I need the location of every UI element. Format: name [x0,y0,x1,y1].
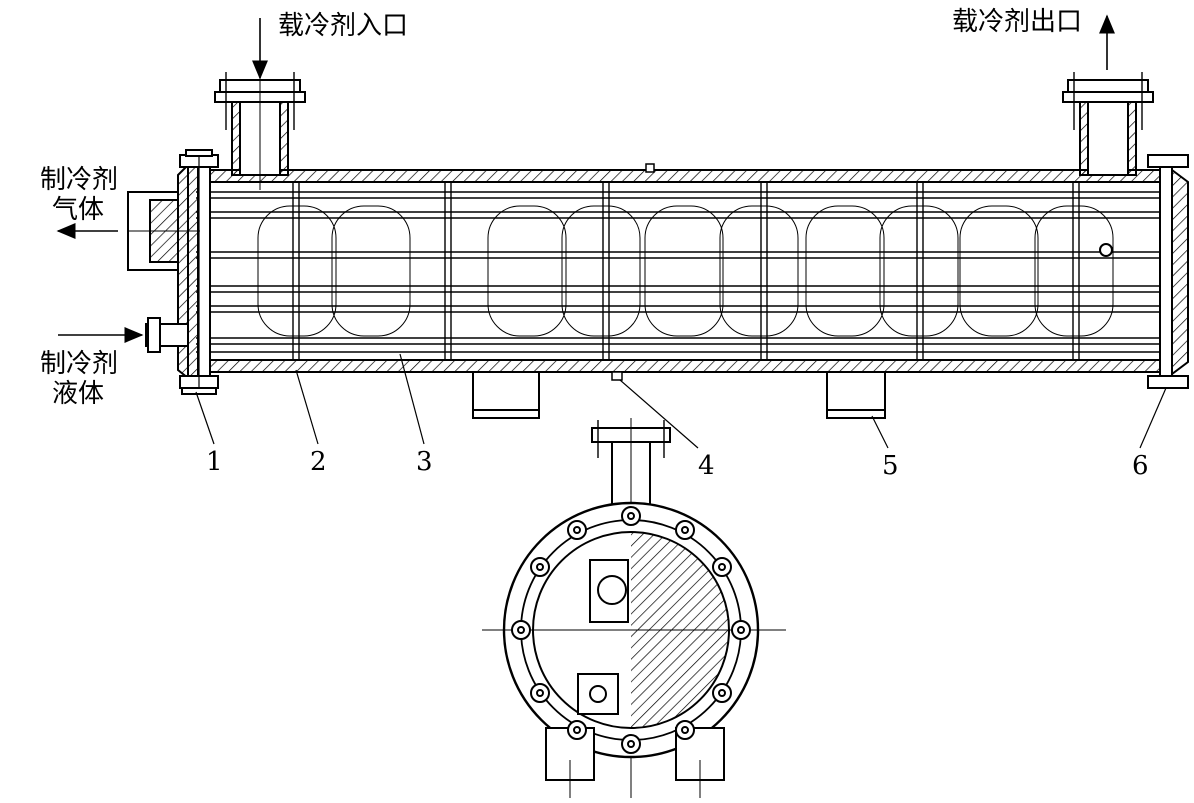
coolant-inlet-label: 载冷剂入口 [278,11,408,41]
callout-2: 2 [310,447,327,477]
callout-4: 4 [698,451,715,481]
refrigerant-gas-label-line1: 制冷剂 [40,165,118,195]
coolant-inlet-nozzle [214,60,306,190]
gas-outlet-nozzle [127,191,200,271]
shell [209,169,1171,373]
refrigerant-liquid-label-line1: 制冷剂 [40,349,118,379]
supports [472,371,886,419]
callout-6: 6 [1132,451,1149,481]
drain-plug [611,371,623,381]
callout-5: 5 [882,451,899,481]
refrigerant-liquid-label-line2: 液体 [52,379,104,409]
tube-bundle [196,191,1172,353]
callout-3: 3 [416,447,433,477]
left-end-cover [177,149,219,395]
shell-bottom-wall [209,359,1171,373]
vent-plug [645,163,655,173]
coolant-outlet-nozzle [1062,72,1154,176]
liquid-inlet-nozzle [145,317,189,353]
flow-arrows [56,14,1115,343]
right-end-cover [1099,154,1189,389]
baffles [292,182,1080,360]
refrigerant-gas-label-line2: 气体 [52,195,104,225]
leader-lines [195,353,1167,449]
bolt-holes [511,506,751,754]
shell-top-wall [209,169,1171,183]
callout-1: 1 [206,447,223,477]
flow-path [257,205,1114,337]
coolant-outlet-label: 载冷剂出口 [952,7,1082,37]
